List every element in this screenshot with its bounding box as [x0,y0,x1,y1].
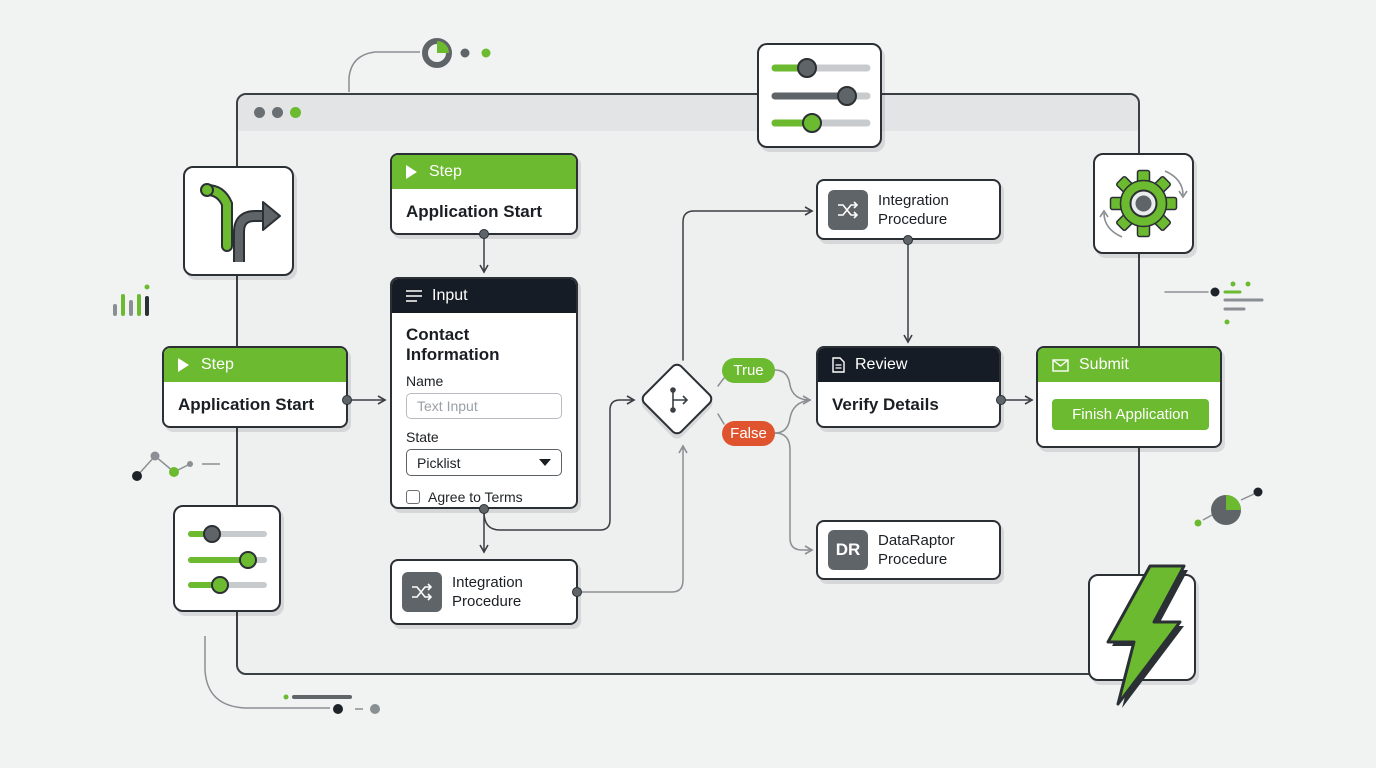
output-port[interactable] [479,229,489,239]
integration-label-line2: Procedure [452,593,522,610]
true-text: True [733,362,764,379]
output-port[interactable] [996,395,1006,405]
filter-sliders-tile[interactable] [173,505,281,612]
caret-down-icon [539,459,551,466]
window-dot [254,107,265,118]
edge-false-to-review [774,399,811,434]
gear-sync-icon [1099,169,1188,238]
integration-label-line2: Procedure [878,210,948,228]
edge-false-to-dataraptor [774,432,814,555]
route-icon [200,183,281,262]
integration-label: Integration Procedure [878,191,949,229]
window-dot [290,107,301,118]
submit-header: Submit [1038,348,1220,382]
false-branch-label[interactable]: False [722,421,775,446]
decor-bottom-left [204,636,380,714]
picklist-value: Picklist [417,454,461,471]
gear-sync-tile[interactable] [1093,153,1194,254]
play-icon [406,165,417,179]
review-node[interactable]: Review Verify Details [816,346,1001,428]
step-title: Application Start [406,202,543,221]
edge-input-to-decision [483,395,636,531]
output-port[interactable] [479,504,489,514]
true-branch-label[interactable]: True [722,358,775,383]
integration-procedure-node-top[interactable]: Integration Procedure [816,179,1001,240]
step-node-left[interactable]: Step Application Start [162,346,348,428]
name-placeholder: Text Input [417,398,478,414]
window-titlebar [238,95,1138,131]
step-header: Step [392,155,576,189]
play-icon [178,358,189,372]
list-icon [406,290,422,302]
submit-header-label: Submit [1079,356,1129,373]
shuffle-icon [402,572,442,612]
review-title: Verify Details [832,395,939,414]
decor-sparkline [132,451,220,481]
mail-icon [1052,358,1069,372]
window-dot [272,107,283,118]
decor-right-pie [1194,487,1263,527]
dataraptor-label-line2: Procedure [878,551,948,568]
integration-label-line1: Integration [878,191,949,209]
terms-row: Agree to Terms [392,489,576,505]
output-port[interactable] [903,235,913,245]
step-header-label: Step [201,356,234,373]
name-label: Name [406,373,444,389]
input-title: Contact Information [406,325,500,364]
route-tile[interactable] [183,166,294,276]
state-label: State [406,429,439,445]
dataraptor-label: DataRaptor Procedure [878,531,955,569]
shuffle-icon [828,189,868,230]
input-header-label: Input [432,287,468,304]
edge-integration-to-decision [577,444,688,593]
agree-checkbox[interactable] [406,490,420,504]
edge-true-to-review [774,369,812,405]
false-text: False [730,425,767,442]
decor-top-left [348,38,491,92]
document-icon [832,357,845,373]
output-port[interactable] [342,395,352,405]
dataraptor-procedure-node[interactable]: DR DataRaptor Procedure [816,520,1001,580]
step-header-label: Step [429,163,462,180]
integration-procedure-node-bottom[interactable]: Integration Procedure [390,559,578,625]
input-header: Input [392,279,576,313]
sliders-icon [771,58,871,133]
lightning-icon [1106,564,1188,708]
step-title: Application Start [178,395,315,414]
edge-decision-to-integration-top [682,206,814,361]
settings-sliders-tile[interactable] [757,43,882,148]
dataraptor-icon-text: DR [835,540,861,559]
decor-mini-bars [113,284,150,316]
integration-label-line1: Integration [452,574,523,591]
dataraptor-label-line1: DataRaptor [878,532,955,549]
sliders-icon [188,525,267,594]
agree-label: Agree to Terms [428,489,523,505]
finish-application-button[interactable]: Finish Application [1052,399,1209,430]
step-header: Step [164,348,346,382]
dataraptor-icon: DR [828,530,868,570]
decor-right-lines [1164,281,1264,325]
step-node-top[interactable]: Step Application Start [390,153,578,235]
review-header: Review [818,348,999,382]
input-node[interactable]: Input Contact Information Name Text Inpu… [390,277,578,509]
submit-node[interactable]: Submit Finish Application [1036,346,1222,448]
state-picklist[interactable]: Picklist [406,449,562,476]
branch-icon [670,387,689,413]
integration-label: Integration Procedure [452,573,523,611]
review-header-label: Review [855,356,908,373]
output-port[interactable] [572,587,582,597]
name-text-input[interactable]: Text Input [406,393,562,419]
